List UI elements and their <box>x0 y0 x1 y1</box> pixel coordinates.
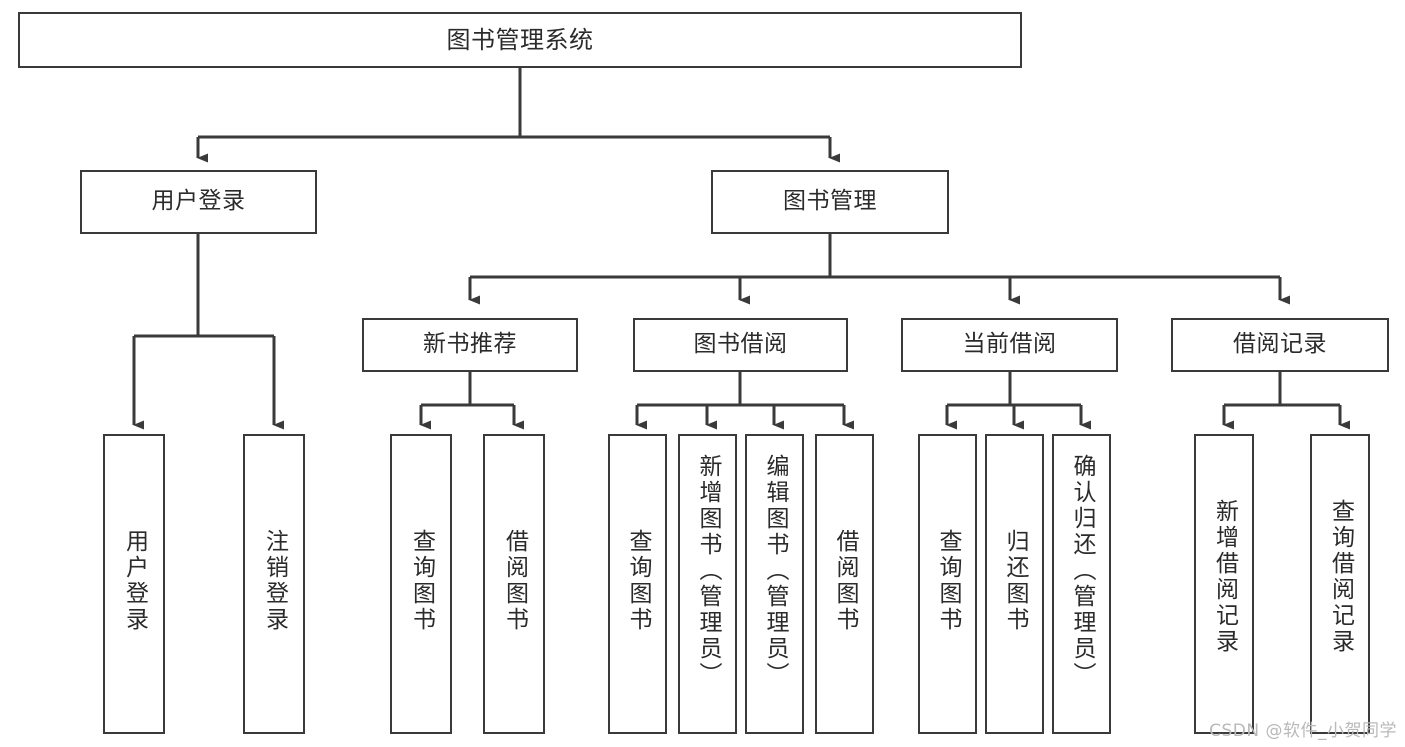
node-leaf-confirm-return-admin[interactable]: 确认归还（管理员） <box>1052 434 1111 734</box>
node-leaf-borrow-book-1-label: 借阅图书 <box>501 529 528 633</box>
node-leaf-logout[interactable]: 注销登录 <box>243 434 305 734</box>
node-leaf-add-book-admin-label: 新增图书（管理员） <box>695 454 721 688</box>
node-leaf-return-book-label: 归还图书 <box>1002 529 1028 633</box>
node-leaf-query-book-3[interactable]: 查询图书 <box>918 434 977 734</box>
node-leaf-borrow-book-1[interactable]: 借阅图书 <box>483 434 545 734</box>
node-leaf-query-book-1[interactable]: 查询图书 <box>390 434 452 734</box>
node-leaf-confirm-return-admin-label: 确认归还（管理员） <box>1069 454 1095 688</box>
node-leaf-add-borrow-record[interactable]: 新增借阅记录 <box>1194 434 1254 734</box>
node-root-system-label: 图书管理系统 <box>446 25 594 54</box>
node-borrow-record[interactable]: 借阅记录 <box>1171 318 1389 372</box>
node-book-manage-label: 图书管理 <box>783 188 877 215</box>
node-user-login[interactable]: 用户登录 <box>80 170 317 234</box>
node-leaf-query-book-3-label: 查询图书 <box>935 529 961 633</box>
node-leaf-edit-book-admin[interactable]: 编辑图书（管理员） <box>745 434 804 734</box>
node-leaf-borrow-book-2[interactable]: 借阅图书 <box>815 434 874 734</box>
node-leaf-borrow-book-2-label: 借阅图书 <box>832 529 858 633</box>
node-new-book-recommend[interactable]: 新书推荐 <box>362 318 578 372</box>
node-leaf-logout-label: 注销登录 <box>261 529 288 633</box>
node-leaf-user-login-label: 用户登录 <box>121 529 148 633</box>
node-book-manage[interactable]: 图书管理 <box>711 170 949 234</box>
node-leaf-return-book[interactable]: 归还图书 <box>985 434 1044 734</box>
node-current-borrow[interactable]: 当前借阅 <box>901 318 1118 372</box>
node-leaf-query-book-2-label: 查询图书 <box>625 529 651 633</box>
node-leaf-user-login[interactable]: 用户登录 <box>103 434 165 734</box>
watermark-text: CSDN @软件_小贺同学 <box>1209 721 1397 741</box>
node-current-borrow-label: 当前借阅 <box>962 331 1057 358</box>
node-leaf-add-book-admin[interactable]: 新增图书（管理员） <box>678 434 737 734</box>
node-leaf-add-borrow-record-label: 新增借阅记录 <box>1211 499 1238 655</box>
node-book-borrow[interactable]: 图书借阅 <box>633 318 848 372</box>
node-root-system[interactable]: 图书管理系统 <box>18 12 1022 68</box>
node-leaf-edit-book-admin-label: 编辑图书（管理员） <box>762 454 788 688</box>
node-user-login-label: 用户登录 <box>151 188 246 215</box>
node-leaf-query-book-1-label: 查询图书 <box>408 529 435 633</box>
node-leaf-query-book-2[interactable]: 查询图书 <box>608 434 667 734</box>
node-leaf-query-borrow-record-label: 查询借阅记录 <box>1327 499 1354 655</box>
node-new-book-recommend-label: 新书推荐 <box>423 331 517 358</box>
node-borrow-record-label: 借阅记录 <box>1233 331 1327 358</box>
node-book-borrow-label: 图书借阅 <box>693 331 788 358</box>
node-leaf-query-borrow-record[interactable]: 查询借阅记录 <box>1310 434 1370 734</box>
